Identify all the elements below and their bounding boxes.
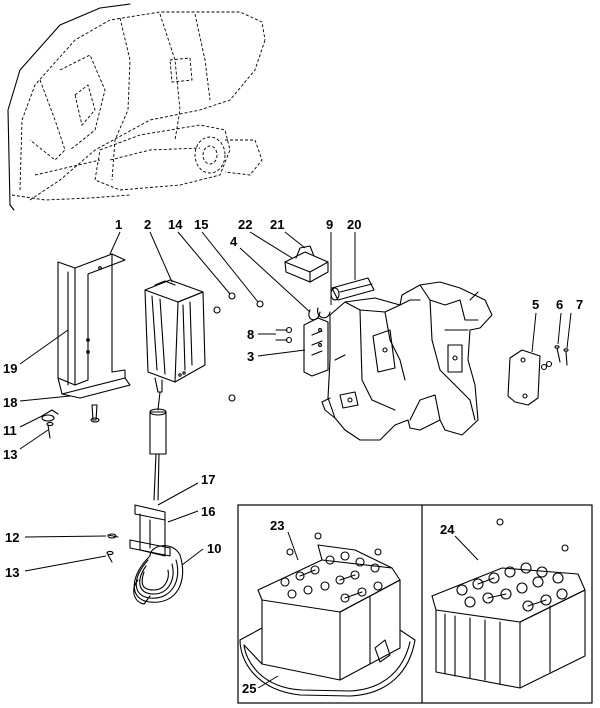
hardware-small: [41, 292, 293, 563]
frame-section: [321, 281, 493, 441]
callout-1: 1: [115, 217, 122, 232]
callout-12: 12: [5, 530, 19, 545]
callout-13-upper: 13: [3, 447, 17, 462]
callout-24: 24: [440, 522, 455, 537]
clip-part: [284, 245, 329, 283]
callout-23: 23: [270, 518, 284, 533]
battery-23-terminals: [280, 551, 383, 603]
callout-17: 17: [201, 472, 215, 487]
callout-20: 20: [347, 217, 361, 232]
battery-pack-24: [431, 518, 586, 689]
callout-14: 14: [168, 217, 183, 232]
battery-bracket: [57, 253, 131, 399]
callout-13-lower: 13: [5, 565, 19, 580]
battery-24-terminals: [456, 562, 568, 612]
callout-4: 4: [230, 234, 238, 249]
callout-25: 25: [242, 681, 256, 696]
sensor-cable-assembly: [129, 391, 184, 605]
battery-inset-panel: [237, 504, 593, 704]
callout-3: 3: [247, 349, 254, 364]
leader-lines: [19, 231, 572, 689]
cover-plate: [507, 345, 569, 406]
switch-bracket: [303, 307, 331, 377]
callout-21: 21: [270, 217, 284, 232]
callout-6: 6: [556, 297, 563, 312]
callout-9: 9: [326, 217, 333, 232]
callout-16: 16: [201, 504, 215, 519]
charger-box: [144, 279, 206, 393]
callout-5: 5: [532, 297, 539, 312]
callout-2: 2: [144, 217, 151, 232]
battery-pack-23: [239, 532, 416, 697]
callout-18: 18: [3, 395, 17, 410]
callout-7: 7: [576, 297, 583, 312]
vehicle-body-outline: [7, 3, 266, 211]
callout-labels: 1 2 14 15 22 21 4 9 20 5 6 7 8 3 19 18 1…: [3, 217, 583, 696]
callout-11: 11: [3, 423, 17, 438]
callout-22: 22: [238, 217, 252, 232]
callout-10: 10: [207, 541, 221, 556]
callout-19: 19: [3, 361, 17, 376]
callout-8: 8: [247, 327, 254, 342]
pin-part: [330, 277, 375, 301]
callout-15: 15: [194, 217, 208, 232]
